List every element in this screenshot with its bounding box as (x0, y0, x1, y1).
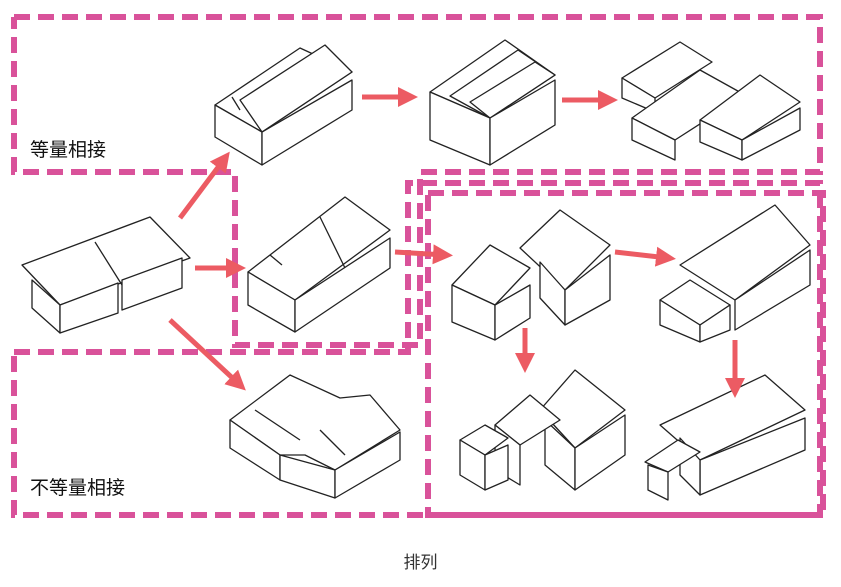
group-border-unequal (11, 180, 823, 518)
label-unequal-joining: 不等量相接 (30, 477, 126, 499)
arrow-unequal-a-to-b (614, 246, 676, 267)
unequal-house-c-sketch (459, 369, 626, 491)
equal-house-2-sketch (429, 39, 556, 166)
unequal-house-e-sketch (229, 374, 401, 499)
base-house-sketch (21, 216, 191, 334)
label-equal-joining: 等量相接 (30, 139, 107, 161)
figure-caption: 排列 (403, 553, 438, 573)
unequal-house-b-sketch (659, 204, 811, 343)
unequal-house-d-sketch (644, 374, 806, 501)
equal-house-3-sketch (621, 41, 801, 161)
arrow-middle-to-unequal-a (394, 244, 453, 265)
group-border-inner (425, 190, 826, 518)
equal-house-1-sketch (214, 44, 353, 166)
middle-house-sketch (247, 196, 391, 333)
arrow-base-to-unequal (168, 318, 246, 391)
arrow-base-to-equal (178, 151, 230, 220)
unequal-house-a-sketch (451, 209, 611, 341)
